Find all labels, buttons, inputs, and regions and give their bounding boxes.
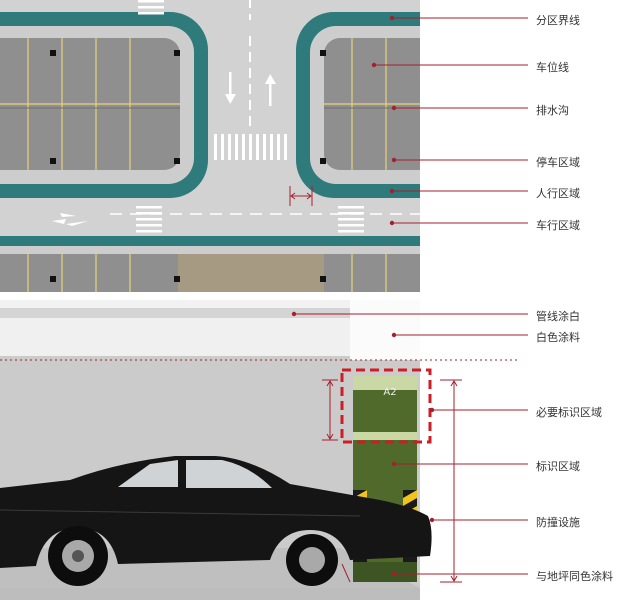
- label-drain: 排水沟: [536, 104, 569, 117]
- leader-dot-9: [391, 461, 397, 467]
- car-rim-rear: [299, 547, 325, 573]
- label-stall-line: 车位线: [536, 61, 569, 74]
- leader-dot-2: [391, 105, 397, 111]
- elevation-view: A2: [0, 300, 520, 600]
- sidewalk-block: [178, 254, 324, 292]
- column-base: [353, 562, 417, 582]
- column-marks-left: [50, 50, 180, 164]
- column-marks-bottom: [50, 276, 326, 282]
- sign-band-bottom: [353, 432, 417, 440]
- walkway-bottom: [0, 246, 420, 254]
- car: [0, 456, 432, 586]
- leader-lines: [291, 15, 528, 577]
- label-pipeline-white: 管线涂白: [536, 310, 580, 323]
- column-code: A2: [383, 387, 396, 398]
- car-body-line: [0, 509, 361, 517]
- stall-lines-left: [0, 38, 180, 170]
- car-window-front: [118, 460, 178, 487]
- column-marks-right: [320, 50, 326, 164]
- label-white-coating: 白色涂料: [536, 331, 580, 344]
- leader-dot-5: [389, 220, 395, 226]
- direction-arrows: [52, 72, 276, 226]
- label-key-sign-zone: 必要标识区域: [536, 406, 602, 419]
- label-sign-zone: 标识区域: [536, 460, 580, 473]
- car-body: [0, 456, 432, 568]
- leader-dot-8: [429, 407, 435, 413]
- label-zone-boundary: 分区界线: [536, 14, 580, 27]
- car-window-rear: [186, 460, 272, 488]
- leader-dot-0: [389, 15, 395, 21]
- leader-dot-1: [371, 62, 377, 68]
- label-protection: 防撞设施: [536, 516, 580, 529]
- label-driving-area: 车行区域: [536, 219, 580, 232]
- sign-band-top: [353, 376, 417, 390]
- crosswalk-left: [136, 206, 162, 233]
- crosswalk-center: [214, 134, 287, 160]
- leader-dot-7: [391, 332, 397, 338]
- ceiling-edge: [0, 300, 420, 308]
- floor: [0, 588, 420, 600]
- plan-view: [0, 0, 420, 292]
- leader-dot-3: [391, 157, 397, 163]
- leader-dot-4: [389, 188, 395, 194]
- pipeline-white: [0, 308, 420, 318]
- dimension-lines: [322, 379, 462, 583]
- walkway-dimension: [289, 186, 313, 206]
- crosswalk-right: [338, 206, 364, 233]
- stall-lines-bottom: [27, 254, 387, 292]
- label-walkway: 人行区域: [536, 187, 580, 200]
- curb-bottom: [0, 236, 420, 246]
- label-floor-color-paint: 与地坪同色涂料: [536, 570, 613, 583]
- leader-dot-11: [391, 571, 397, 577]
- stall-lines-right: [324, 38, 420, 170]
- crosswalk-top: [138, 0, 164, 15]
- label-parking-area: 停车区域: [536, 156, 580, 169]
- leader-dot-10: [429, 517, 435, 523]
- leader-dot-6: [291, 311, 297, 317]
- column-top-white: [350, 300, 420, 360]
- key-sign-zone-highlight: [340, 368, 432, 444]
